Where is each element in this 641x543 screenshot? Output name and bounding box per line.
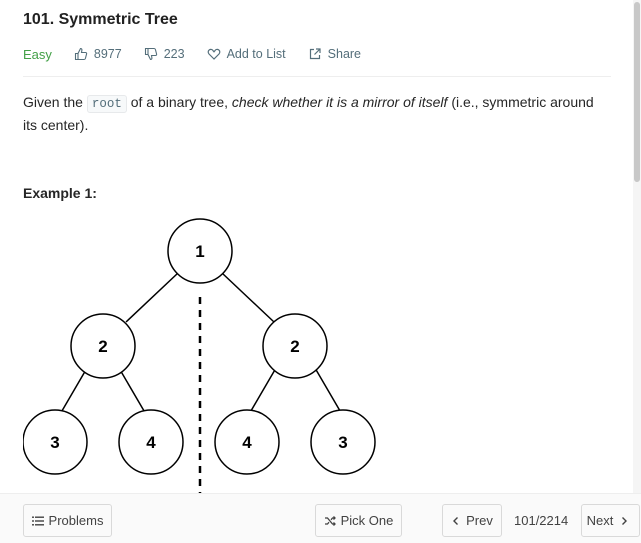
tree-node-label: 4 xyxy=(242,433,252,452)
scrollbar-thumb[interactable] xyxy=(634,2,640,182)
prev-button-label: Prev xyxy=(466,513,493,528)
problem-description: Given the root of a binary tree, check w… xyxy=(23,92,611,136)
problems-button[interactable]: Problems xyxy=(23,504,112,537)
tree-node-label: 3 xyxy=(338,433,347,452)
pick-one-button-label: Pick One xyxy=(340,513,394,528)
share-button[interactable]: Share xyxy=(308,47,361,61)
next-button-label: Next xyxy=(586,513,614,528)
share-icon xyxy=(309,48,321,60)
tree-node-label: 2 xyxy=(98,337,107,356)
tree-edge xyxy=(314,367,344,417)
add-to-list-label: Add to List xyxy=(226,47,286,61)
description-suffix: (i.e., symmetric around its center). xyxy=(23,94,594,133)
tree-edge xyxy=(247,367,277,417)
tree-node-label: 2 xyxy=(290,337,299,356)
description-emphasis: check whether it is a mirror of itself xyxy=(231,94,448,110)
difficulty-badge: Easy xyxy=(23,46,52,62)
tree-node: 3 xyxy=(23,409,88,475)
tree-node: 1 xyxy=(167,218,233,284)
thumbs-down-icon xyxy=(144,47,157,61)
description-middle: of a binary tree, xyxy=(130,94,229,110)
tree-node: 3 xyxy=(310,409,376,475)
add-to-list-button[interactable]: Add to List xyxy=(207,47,286,61)
scrollbar[interactable] xyxy=(633,0,641,493)
problem-title: 101. Symmetric Tree xyxy=(23,11,178,28)
problem-meta-row: Easy 8977 223 Add to List xyxy=(23,44,611,64)
tree-node-label: 3 xyxy=(50,433,59,452)
tree-edge xyxy=(58,367,88,417)
dislikes-count: 223 xyxy=(163,47,185,61)
tree-node: 2 xyxy=(262,313,328,379)
chevron-left-icon xyxy=(453,516,459,525)
problems-button-label: Problems xyxy=(48,513,104,528)
problem-page-count: 101/2214 xyxy=(514,513,569,528)
symmetric-tree-diagram: 1 2 2 3 4 4 3 xyxy=(23,218,376,495)
likes-count: 8977 xyxy=(93,47,122,61)
header-divider xyxy=(23,76,611,77)
tree-node-label: 4 xyxy=(146,433,156,452)
tree-node: 4 xyxy=(118,409,184,475)
tree-edge xyxy=(118,367,148,417)
tree-edge xyxy=(125,272,179,323)
pick-one-button[interactable]: Pick One xyxy=(315,504,402,537)
chevron-right-icon xyxy=(622,516,628,525)
bottom-navigation-bar: Problems Pick One Prev 101/2214 Next xyxy=(0,493,641,543)
tree-node: 2 xyxy=(70,313,136,379)
tree-edge xyxy=(221,272,275,323)
tree-node-label: 1 xyxy=(195,242,204,261)
description-prefix: Given the xyxy=(23,94,83,110)
tree-node: 4 xyxy=(214,409,280,475)
list-icon xyxy=(31,516,44,525)
like-button[interactable]: 8977 xyxy=(74,47,122,61)
dislike-button[interactable]: 223 xyxy=(144,47,185,61)
heart-icon xyxy=(207,48,220,60)
description-code-root: root xyxy=(86,95,127,113)
next-button[interactable]: Next xyxy=(581,504,640,537)
share-label: Share xyxy=(327,47,362,61)
example-title: Example 1: xyxy=(23,185,97,201)
prev-button[interactable]: Prev xyxy=(442,504,502,537)
thumbs-up-icon xyxy=(74,47,88,61)
shuffle-icon xyxy=(324,515,336,526)
